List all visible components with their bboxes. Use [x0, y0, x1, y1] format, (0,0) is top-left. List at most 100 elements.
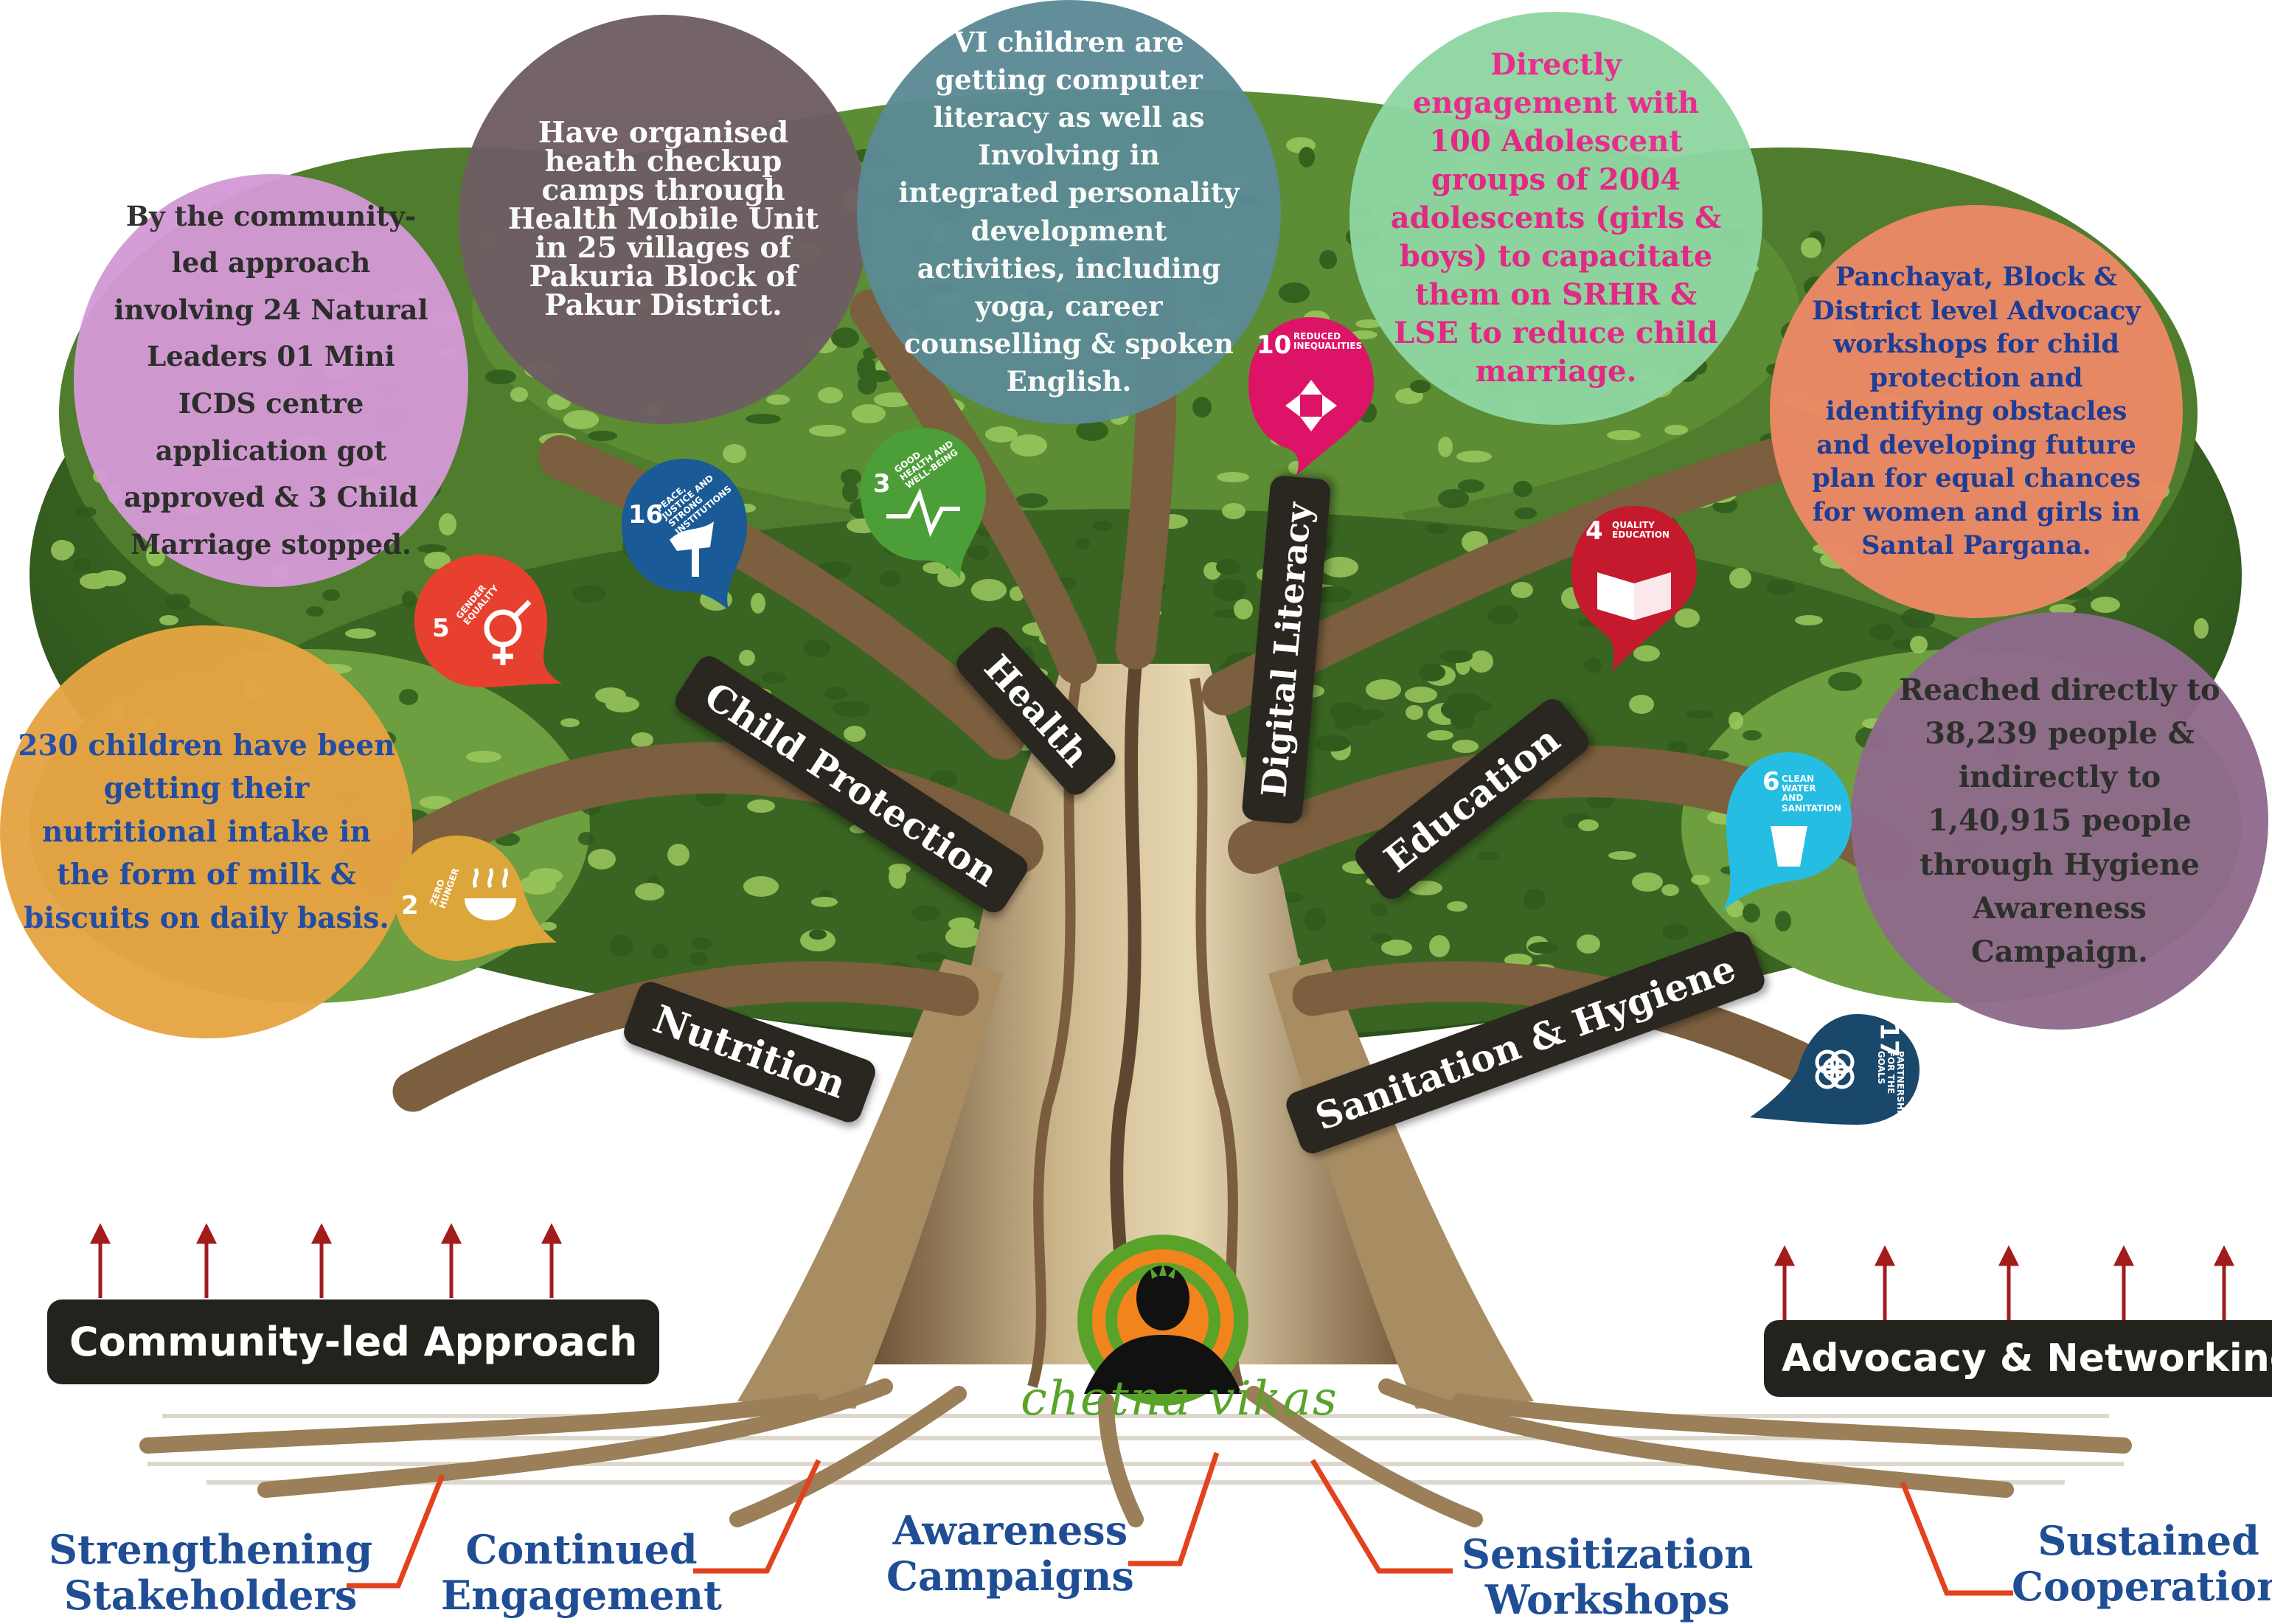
leaf: [689, 952, 708, 965]
leaf: [751, 593, 765, 614]
bubble-hygiene-reach: Reached directly to 38,239 people & indi…: [1851, 612, 2268, 1030]
leaf: [485, 369, 516, 384]
bubble-community-led: By the community-led approach involving …: [74, 174, 468, 587]
leaf: [631, 732, 653, 747]
community-led-approach-label: Community-led Approach: [47, 1299, 660, 1384]
sdg-6-number: 6: [1762, 767, 1780, 797]
leaf: [510, 387, 528, 402]
leaf: [1584, 657, 1602, 673]
leaf: [563, 410, 599, 429]
leaf: [165, 594, 190, 610]
leaf: [1456, 451, 1492, 462]
sdg-4-pin: 4 QUALITY EDUCATION: [1568, 499, 1700, 679]
leaf: [1438, 437, 1453, 457]
sdg-16-number: 16: [628, 500, 664, 530]
leaf: [1578, 819, 1599, 831]
leaf: [1661, 884, 1679, 896]
root-label-strengthening-stakeholders: Strengthening Stakeholders: [49, 1527, 372, 1618]
root-line: Sustained: [2037, 1517, 2259, 1564]
leaf: [322, 589, 340, 601]
leaf: [402, 591, 417, 608]
leaf: [1608, 851, 1636, 860]
sdg-6-pin: 6 CLEAN WATER AND SANITATION: [1715, 745, 1855, 917]
sdg-3-number: 3: [873, 469, 891, 499]
leaf: [1607, 430, 1641, 440]
leaf: [880, 571, 900, 587]
leaf: [1304, 908, 1326, 931]
leaf: [824, 687, 848, 700]
leaf: [1370, 934, 1392, 943]
sdg-10-label: REDUCED INEQUALITIES: [1293, 331, 1363, 352]
leaf: [651, 944, 669, 959]
leaf: [842, 482, 858, 502]
root-line: Workshops: [1484, 1576, 1730, 1624]
leaf: [1452, 740, 1479, 753]
advocacy-networking-label: Advocacy & Networking: [1764, 1320, 2272, 1397]
leaf: [80, 573, 109, 589]
leaf: [852, 404, 886, 423]
leaf: [1910, 636, 1928, 653]
leaf: [931, 770, 957, 788]
leaf: [74, 507, 97, 517]
leaf: [1406, 705, 1423, 720]
leaf: [1427, 730, 1453, 740]
leaf: [985, 426, 1018, 443]
leaf: [635, 883, 664, 901]
leaf: [912, 905, 940, 921]
sdg-2-number: 2: [401, 891, 419, 920]
leaf: [345, 628, 376, 639]
leaf: [466, 751, 501, 763]
bubble-nutrition: 230 children have been getting their nut…: [0, 625, 413, 1038]
leaf: [1478, 852, 1498, 861]
root-line: Continued: [465, 1526, 698, 1573]
leaf: [844, 726, 866, 742]
leaf: [1319, 250, 1337, 269]
root-label-sensitization-workshops: Sensitization Workshops: [1462, 1531, 1753, 1623]
arrows-right: [1774, 1245, 2235, 1320]
sdg-10-number: 10: [1257, 330, 1292, 360]
leaf: [1633, 645, 1660, 662]
leaf: [424, 552, 451, 569]
sdg-3-pin: 3 GOOD HEALTH AND WELL-BEING: [857, 420, 990, 586]
bubble-advocacy-workshops: Panchayat, Block & District level Advoca…: [1770, 205, 2183, 618]
leaf: [51, 540, 73, 561]
leaf: [1729, 568, 1751, 589]
leaf: [667, 844, 689, 866]
sdg-4-number: 4: [1585, 516, 1603, 546]
leaf: [578, 832, 594, 845]
root-line: Campaigns: [886, 1552, 1134, 1600]
leaf: [1629, 695, 1654, 714]
leaf: [74, 558, 91, 572]
leaf: [762, 672, 787, 684]
leaf: [1528, 942, 1559, 954]
leaf: [692, 937, 712, 949]
leaf: [1321, 557, 1358, 577]
leaf: [1470, 650, 1493, 673]
leaf: [2049, 604, 2076, 614]
logo-text: chetna vikas: [1021, 1372, 1338, 1426]
leaf: [1801, 237, 1821, 258]
leaf: [1192, 397, 1212, 417]
leaf: [1487, 605, 1518, 625]
leaf: [420, 796, 452, 809]
leaf: [610, 934, 633, 957]
leaf: [1410, 380, 1431, 393]
leaf: [1729, 712, 1743, 729]
sdg-2-pin: 2 ZERO HUNGER: [391, 832, 560, 968]
root-connectors: [347, 1451, 2013, 1596]
sdg-5-number: 5: [432, 614, 450, 643]
leaf: [916, 952, 947, 962]
leaf: [1010, 434, 1047, 457]
leaf: [1419, 664, 1445, 681]
leaf: [841, 469, 861, 485]
leaf: [766, 395, 790, 405]
root-line: Sensitization: [1462, 1530, 1754, 1578]
root-label-continued-engagement: Continued Engagement: [441, 1527, 722, 1618]
leaf: [1513, 481, 1532, 497]
leaf: [1632, 872, 1663, 892]
root-line: Strengthening: [49, 1526, 373, 1573]
leaf: [1515, 507, 1537, 519]
leaf: [572, 585, 606, 603]
leaf: [1524, 889, 1546, 909]
leaf: [1366, 679, 1401, 700]
